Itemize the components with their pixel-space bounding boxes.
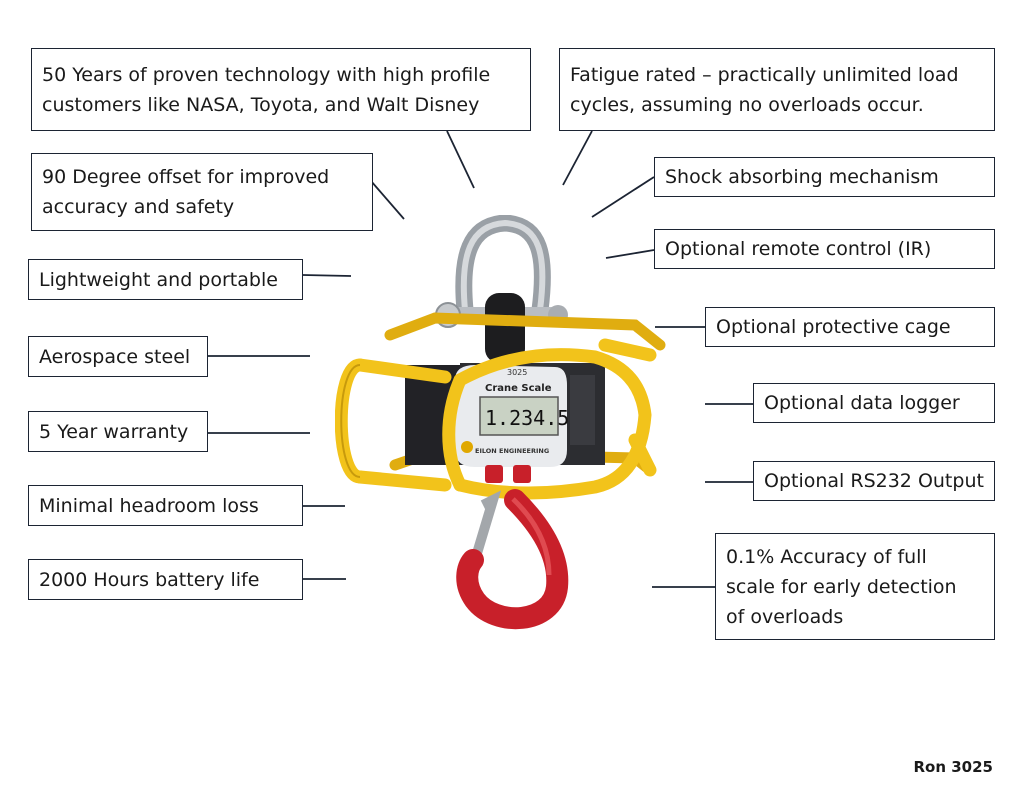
brand-label: EILON ENGINEERING xyxy=(475,447,549,455)
display-value: 1.234.5 xyxy=(485,406,569,430)
lcd-display xyxy=(479,396,559,436)
callout-line: cycles, assuming no overloads occur. xyxy=(570,93,924,116)
callout-text: Optional data logger xyxy=(764,392,960,414)
callout-shock-absorbing: Shock absorbing mechanism xyxy=(654,157,995,197)
callout-text: Aerospace steel xyxy=(39,345,191,368)
callout-line: Fatigue rated – practically unlimited lo… xyxy=(570,63,959,86)
callout-text: Optional protective cage xyxy=(716,316,951,338)
hook xyxy=(456,489,569,630)
callout-warranty: 5 Year warranty xyxy=(28,411,208,452)
callout-line: accuracy and safety xyxy=(42,196,235,218)
callout-remote-control: Optional remote control (IR) xyxy=(654,229,995,269)
product-label: Crane Scale xyxy=(485,383,552,394)
callout-aerospace-steel: Aerospace steel xyxy=(28,336,208,377)
callout-text: Minimal headroom loss xyxy=(39,494,259,517)
callout-line: scale for early detection xyxy=(726,575,957,598)
callout-proven-technology: 50 Years of proven technology with high … xyxy=(31,48,531,131)
callout-rs232: Optional RS232 Output xyxy=(753,461,995,501)
crane-scale-illustration: 3025 Crane Scale 1.234.5 EILON ENGINEERI… xyxy=(335,215,666,630)
callout-data-logger: Optional data logger xyxy=(753,383,995,423)
model-footer: Ron 3025 xyxy=(913,758,993,776)
callout-headroom: Minimal headroom loss xyxy=(28,485,303,526)
callout-line: 90 Degree offset for improved xyxy=(42,166,330,188)
callout-text: Optional remote control (IR) xyxy=(665,238,932,260)
callout-90-degree-offset: 90 Degree offset for improved accuracy an… xyxy=(31,153,373,231)
callout-text: 5 Year warranty xyxy=(39,420,189,443)
callout-line: of overloads xyxy=(726,605,844,628)
model-label: 3025 xyxy=(507,368,527,377)
callout-line: 0.1% Accuracy of full xyxy=(726,545,927,568)
callout-text: Optional RS232 Output xyxy=(764,470,984,492)
callout-text: Lightweight and portable xyxy=(39,268,278,291)
callout-text: Shock absorbing mechanism xyxy=(665,166,939,188)
callout-fatigue-rated: Fatigue rated – practically unlimited lo… xyxy=(559,48,995,131)
callout-accuracy: 0.1% Accuracy of full scale for early det… xyxy=(715,533,995,640)
callout-battery-life: 2000 Hours battery life xyxy=(28,559,303,600)
callout-protective-cage: Optional protective cage xyxy=(705,307,995,347)
callout-line: customers like NASA, Toyota, and Walt Di… xyxy=(42,93,480,116)
callout-text: 2000 Hours battery life xyxy=(39,568,260,591)
callout-lightweight: Lightweight and portable xyxy=(28,259,303,300)
callout-line: 50 Years of proven technology with high … xyxy=(42,63,491,86)
